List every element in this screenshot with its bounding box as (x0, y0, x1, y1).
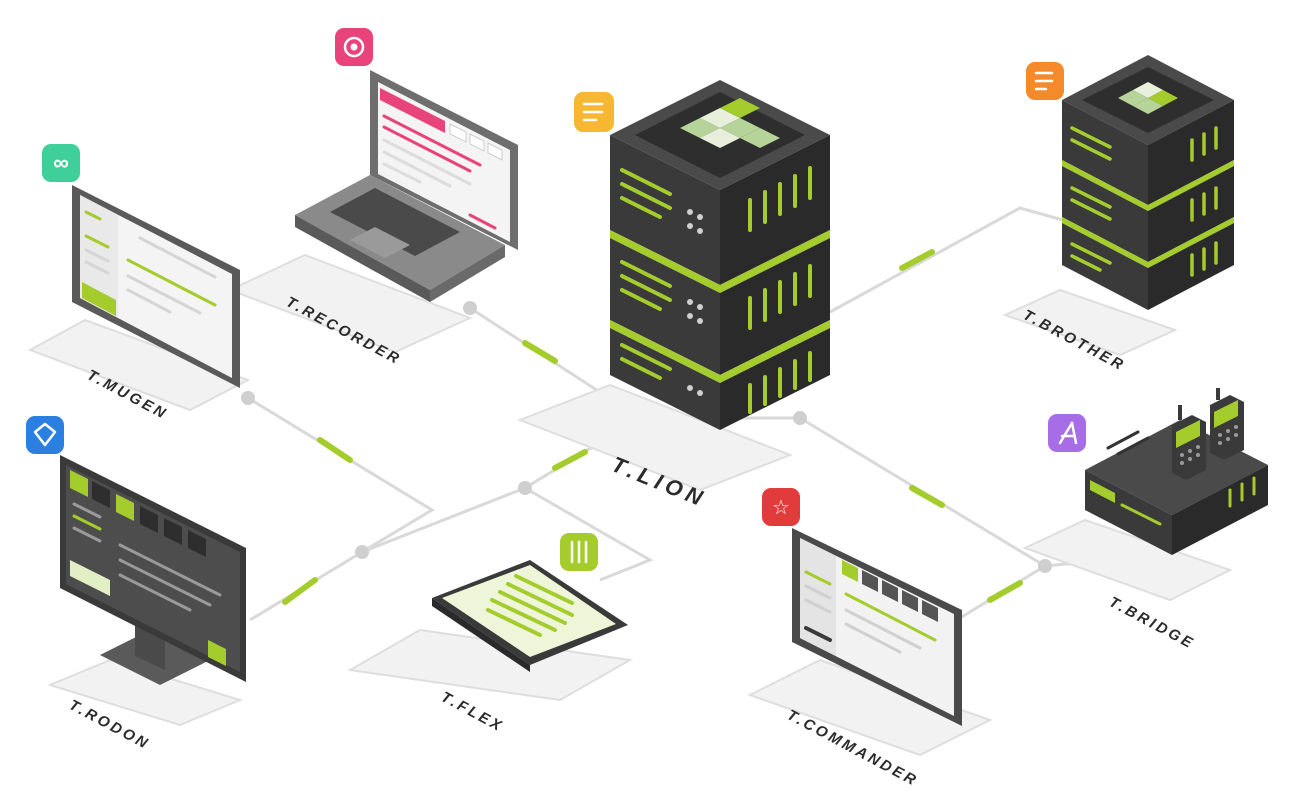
tablet-content (486, 574, 574, 637)
screen-bar (380, 88, 445, 133)
link-segment (909, 485, 945, 508)
junction-dot (355, 545, 369, 559)
tablet-screen (442, 565, 616, 657)
server-unit-1 (610, 135, 830, 293)
server-top-grid (680, 98, 780, 148)
plate-brother (1002, 288, 1178, 357)
star-icon (762, 488, 800, 526)
commander-tablet[interactable] (792, 528, 962, 726)
label-flex: T.FLEX (438, 689, 507, 736)
plate-rodon (47, 658, 243, 727)
plate-recorder (227, 253, 473, 354)
line-mugen-rodon (247, 396, 435, 622)
radio-handset (1172, 405, 1206, 480)
server-vents (620, 166, 812, 414)
server-unit-2 (610, 238, 830, 383)
radio-handset (1210, 388, 1244, 460)
svg-text:☆: ☆ (772, 497, 790, 519)
trackpad (350, 227, 410, 258)
label-bridge: T.BRIDGE (1106, 594, 1197, 653)
junction-dot (463, 301, 477, 315)
recorder-badge[interactable] (335, 28, 373, 66)
line-flex (524, 486, 654, 582)
monitor-screen (66, 465, 240, 672)
link-segment (552, 449, 588, 471)
lion-badge[interactable] (574, 92, 614, 132)
laptop-screen (378, 82, 510, 242)
recorder-laptop[interactable] (295, 70, 518, 302)
server-leds (687, 209, 703, 396)
mugen-tablet[interactable] (72, 185, 240, 388)
keyboard (330, 188, 460, 256)
mugen-badge[interactable]: ∞ (42, 144, 80, 182)
commander-badge[interactable]: ☆ (762, 488, 800, 526)
flex-badge[interactable] (560, 533, 598, 571)
svg-text:∞: ∞ (53, 150, 69, 175)
base-plates (27, 253, 1233, 757)
rodon-monitor[interactable] (60, 455, 246, 685)
link-segment (282, 577, 318, 605)
junction-dot (241, 391, 255, 405)
link-segment (987, 580, 1023, 603)
link-segment (317, 437, 353, 463)
bridge-device[interactable] (1085, 388, 1268, 555)
junction-dot (1038, 559, 1052, 573)
junction-dot (518, 481, 532, 495)
link-highlights (282, 249, 1023, 605)
plate-lion (517, 383, 793, 492)
brother-server[interactable] (1062, 55, 1234, 310)
shield-icon (26, 416, 64, 454)
link-segment (522, 340, 558, 364)
brother-badge[interactable] (1026, 62, 1064, 100)
junction-dot (793, 411, 807, 425)
flex-tablet[interactable] (432, 560, 628, 672)
link-segment (899, 249, 935, 271)
plate-bridge (1022, 518, 1233, 602)
infinity-icon (42, 144, 80, 182)
line-brother (829, 206, 1071, 314)
bridge-badge[interactable] (1048, 414, 1086, 452)
rodon-badge[interactable] (26, 416, 64, 454)
lion-server[interactable] (610, 80, 830, 430)
